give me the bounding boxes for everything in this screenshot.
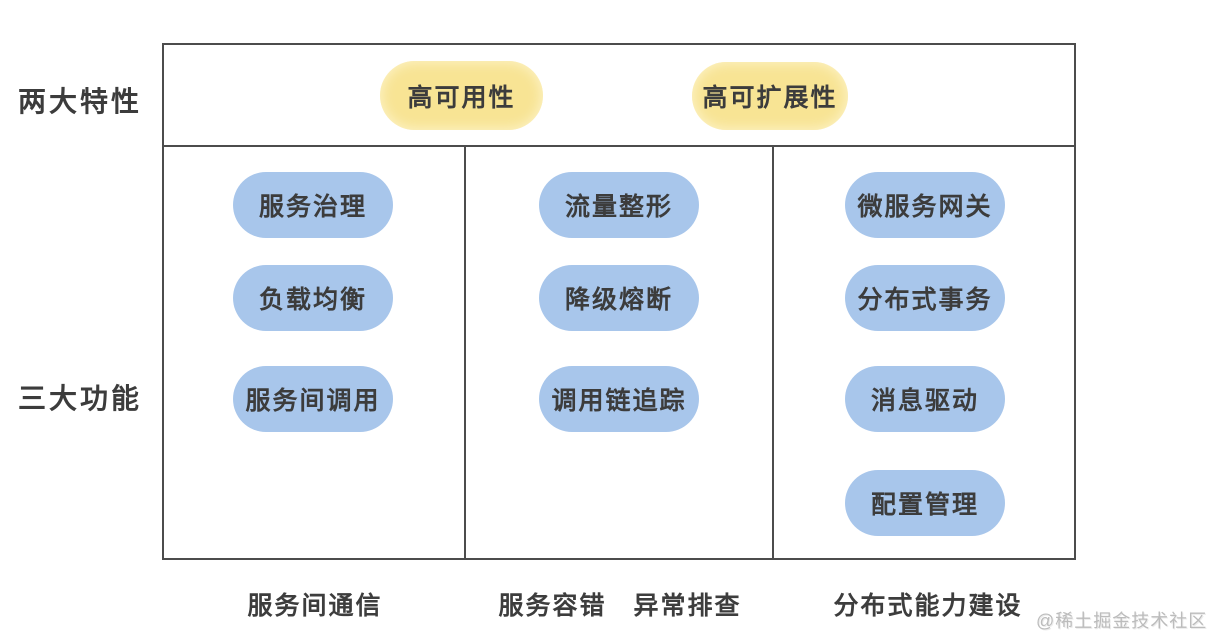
watermark: @稀土掘金技术社区 [1036,611,1208,631]
row-label-features: 两大特性 [17,86,142,117]
diagram-frame [162,43,1076,560]
function-pill-message-driven: 消息驱动 [845,366,1005,432]
column-footer-distributed-capability: 分布式能力建设 [833,592,1023,620]
function-pill-traffic-shaping: 流量整形 [539,172,699,238]
function-pill-load-balancing: 负载均衡 [233,265,393,331]
row-label-functions: 三大功能 [17,383,142,414]
function-pill-inter-service-call: 服务间调用 [233,366,393,432]
function-pill-call-chain-tracing: 调用链追踪 [539,366,699,432]
column-footer-inter-service-communication: 服务间通信 [247,592,383,620]
feature-pill-high-scalability: 高可扩展性 [692,62,848,130]
horizontal-divider [162,145,1076,147]
column-footer-fault-tolerance-troubleshooting: 服务容错 异常排查 [498,592,742,620]
function-pill-distributed-transaction: 分布式事务 [845,265,1005,331]
function-pill-microservice-gateway: 微服务网关 [845,172,1005,238]
function-pill-service-governance: 服务治理 [233,172,393,238]
function-pill-degradation-circuit-breaking: 降级熔断 [539,265,699,331]
function-pill-config-management: 配置管理 [845,470,1005,536]
feature-pill-high-availability: 高可用性 [380,61,543,130]
vertical-divider-1 [464,147,466,558]
vertical-divider-2 [772,147,774,558]
